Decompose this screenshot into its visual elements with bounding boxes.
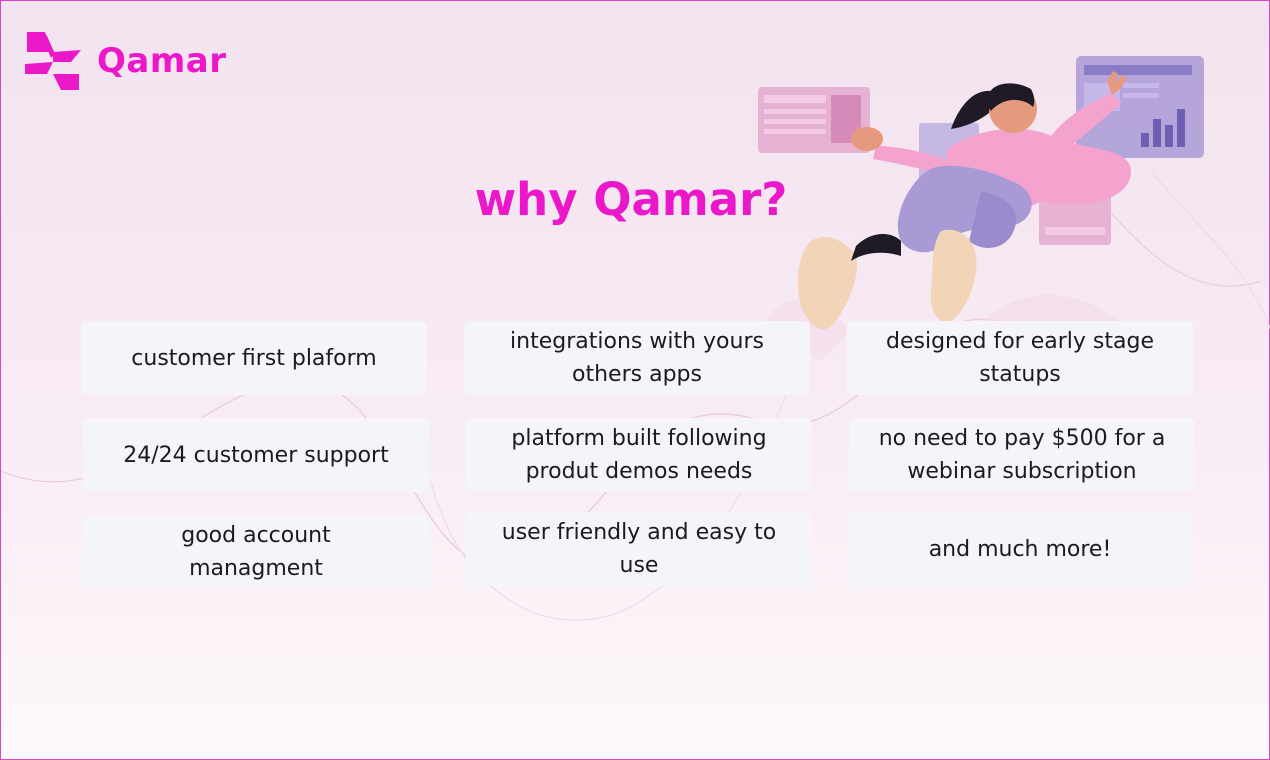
feature-card-text: customer first plaform xyxy=(131,345,377,371)
feature-card-integrations: integrations with yours others apps xyxy=(464,321,810,395)
feature-card-product-demos: platform built following produt demos ne… xyxy=(466,418,812,492)
feature-card-text: 24/24 customer support xyxy=(123,442,389,468)
brand-name: Qamar xyxy=(97,41,227,81)
feature-card-text: platform built following produt demos ne… xyxy=(511,426,767,484)
feature-card-text: user friendly and easy to use xyxy=(501,520,777,578)
feature-card-webinar: no need to pay $500 for a webinar subscr… xyxy=(849,418,1195,492)
qamar-logo-icon xyxy=(25,32,81,90)
feature-card-text: designed for early stage statups xyxy=(886,329,1154,387)
feature-card-customer-first: customer first plaform xyxy=(81,321,427,395)
feature-card-text: no need to pay $500 for a webinar subscr… xyxy=(878,426,1166,484)
feature-card-text: and much more! xyxy=(928,536,1112,562)
feature-card-text: good account managment xyxy=(181,523,331,581)
feature-card-account: good account managment xyxy=(83,515,429,589)
feature-card-more: and much more! xyxy=(847,512,1193,586)
feature-card-support: 24/24 customer support xyxy=(83,418,429,492)
brand-logo[interactable]: Qamar xyxy=(23,28,227,94)
feature-card-user-friendly: user friendly and easy to use xyxy=(466,512,812,586)
feature-card-early-stage: designed for early stage statups xyxy=(847,321,1193,395)
page-title: why Qamar? xyxy=(474,173,788,226)
woman-with-floating-screens-illustration xyxy=(758,56,1204,330)
feature-card-text: integrations with yours others apps xyxy=(510,329,764,387)
